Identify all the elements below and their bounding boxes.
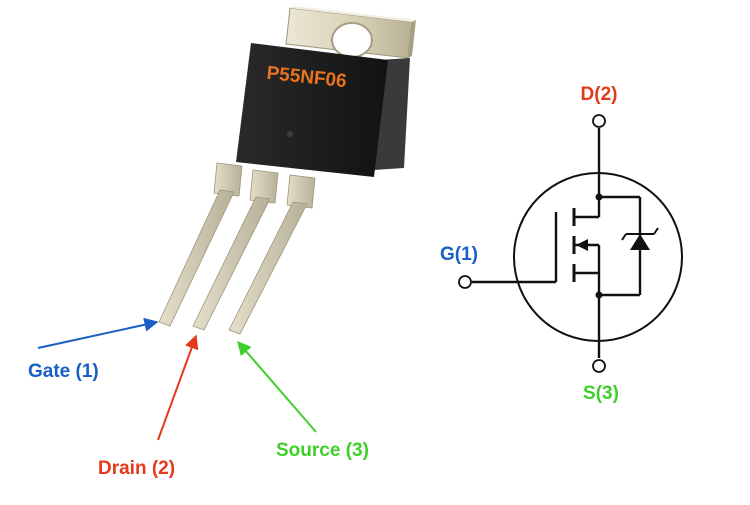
drain-pin-label: Drain (2) — [98, 458, 175, 479]
metal-tab — [285, 6, 416, 59]
source-terminal — [592, 359, 606, 373]
zener-diode-icon — [630, 234, 650, 250]
junction-dot-drain — [595, 193, 603, 201]
drain-arrow — [157, 334, 199, 441]
drain-terminal — [592, 114, 606, 128]
schematic-drain-label: D(2) — [581, 84, 618, 105]
drain-lead — [192, 196, 271, 331]
source-pin-label: Source (3) — [276, 440, 369, 461]
package-body — [236, 43, 388, 177]
gate-pin-label: Gate (1) — [28, 361, 99, 382]
gate-terminal — [458, 275, 472, 289]
source-arrow — [237, 340, 317, 433]
gate-arrow — [37, 317, 159, 349]
mosfet-symbol — [458, 114, 683, 373]
junction-dot-source — [595, 291, 603, 299]
gate-lead — [158, 189, 235, 327]
body-dimple — [287, 131, 293, 137]
mounting-hole — [331, 22, 373, 58]
schematic-source-label: S(3) — [583, 383, 619, 404]
schematic-gate-label: G(1) — [440, 244, 478, 265]
zener-cathode-bar — [621, 227, 659, 241]
lead-stubs — [213, 162, 316, 209]
body-diode-arrow-icon — [576, 239, 588, 251]
to220-package: P55NF06 — [158, 6, 416, 335]
source-lead — [228, 201, 308, 335]
